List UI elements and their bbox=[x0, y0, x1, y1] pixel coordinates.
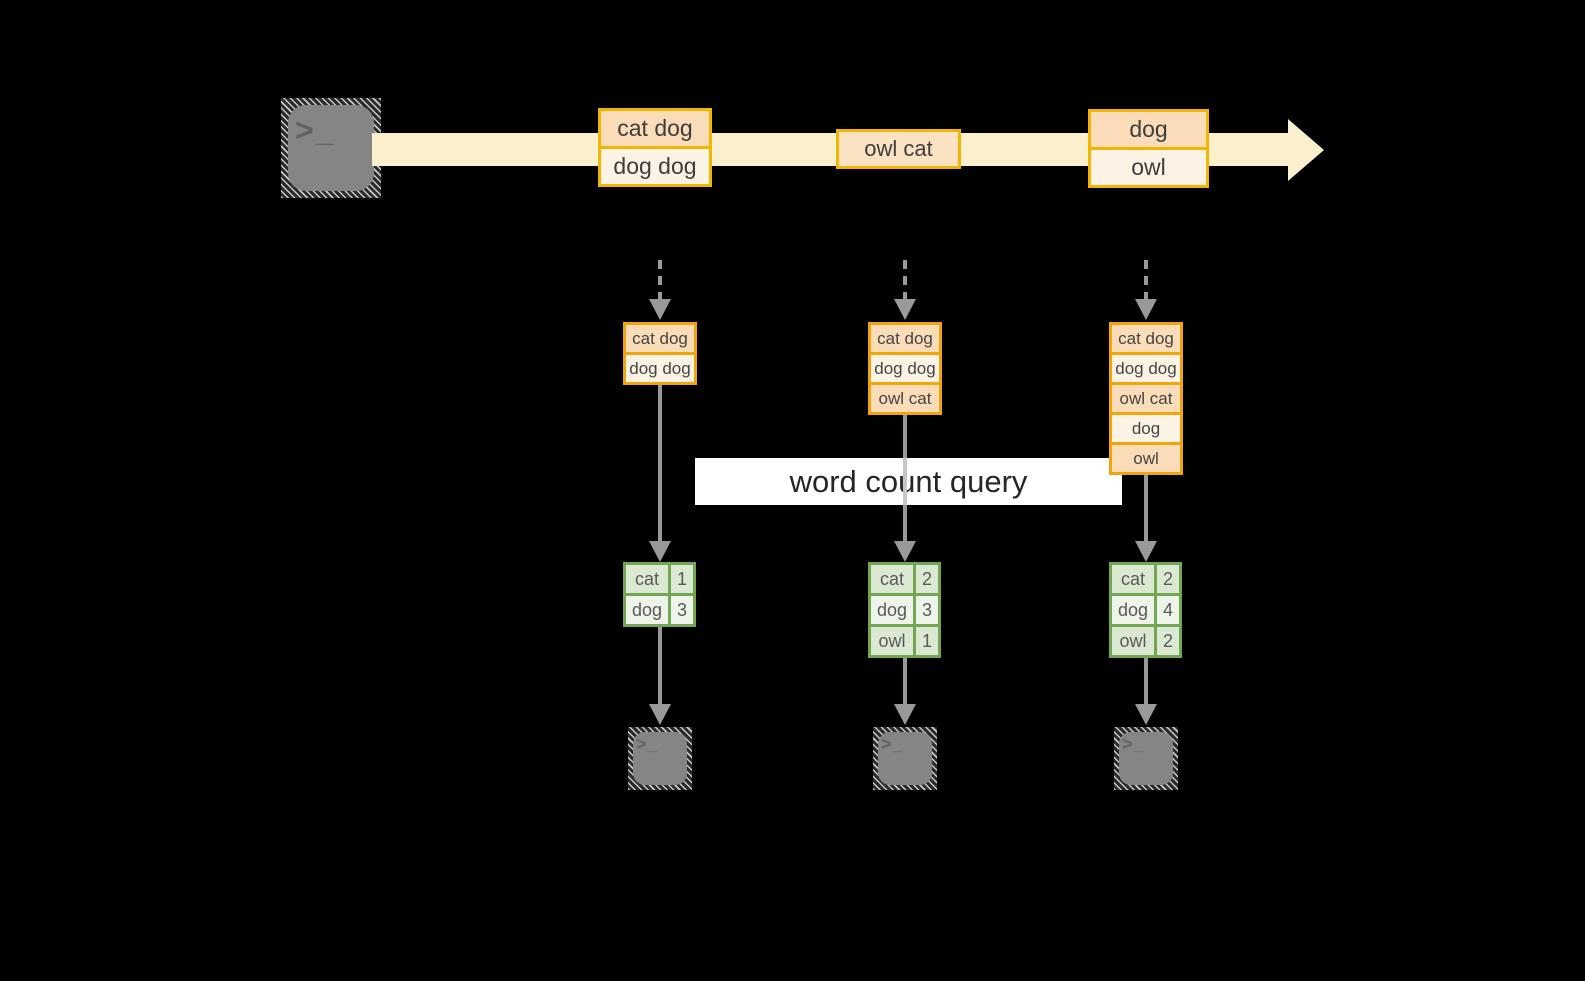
ingest-arrow-dashed bbox=[658, 260, 662, 300]
stream-event-box: dog owl bbox=[1088, 109, 1209, 188]
count-cell: 1 bbox=[671, 565, 693, 593]
word-cell: dog bbox=[871, 596, 913, 624]
terminal-prompt-glyph: >_ bbox=[295, 112, 336, 148]
word-cell: dog bbox=[1112, 596, 1154, 624]
count-cell: 3 bbox=[671, 596, 693, 624]
flow-line bbox=[658, 627, 662, 705]
terminal-prompt-glyph: >_ bbox=[881, 734, 904, 754]
terminal-icon bbox=[633, 732, 687, 785]
flow-line bbox=[658, 385, 662, 542]
buffer-row: cat dog bbox=[1112, 325, 1180, 352]
word-cell: dog bbox=[626, 596, 668, 624]
buffer-row: owl cat bbox=[871, 385, 939, 412]
event-stream-arrowhead-icon bbox=[1288, 119, 1324, 181]
stream-event-line: dog bbox=[1091, 112, 1206, 147]
flow-arrowhead-icon bbox=[894, 704, 916, 725]
stream-event-line: cat dog bbox=[601, 111, 709, 146]
flow-line bbox=[903, 658, 907, 705]
output-terminal: >_ bbox=[628, 727, 692, 790]
buffer-row: dog bbox=[1112, 415, 1180, 442]
stream-event-box: cat dog dog dog bbox=[598, 108, 712, 187]
stream-event-line: dog dog bbox=[601, 149, 709, 184]
flow-arrowhead-icon bbox=[1135, 704, 1157, 725]
flow-line bbox=[1144, 658, 1148, 705]
event-buffer-stack: cat dog dog dog owl cat dog owl bbox=[1109, 322, 1183, 475]
count-cell: 4 bbox=[1157, 596, 1179, 624]
flow-line-over-label bbox=[903, 458, 907, 505]
buffer-row: owl bbox=[1112, 445, 1180, 472]
buffer-row: dog dog bbox=[871, 355, 939, 382]
terminal-icon bbox=[1119, 732, 1173, 785]
event-buffer-stack: cat dog dog dog bbox=[623, 322, 697, 385]
buffer-row: cat dog bbox=[626, 325, 694, 352]
word-cell: cat bbox=[1112, 565, 1154, 593]
ingest-arrow-dashed bbox=[1144, 260, 1148, 300]
output-terminal: >_ bbox=[1114, 727, 1178, 790]
buffer-row: dog dog bbox=[1112, 355, 1180, 382]
source-terminal: >_ bbox=[281, 98, 381, 198]
flow-arrowhead-icon bbox=[894, 541, 916, 562]
ingest-arrowhead-icon bbox=[1135, 299, 1157, 320]
flow-arrowhead-icon bbox=[649, 541, 671, 562]
event-buffer-stack: cat dog dog dog owl cat bbox=[868, 322, 942, 415]
terminal-icon bbox=[878, 732, 932, 785]
output-terminal: >_ bbox=[873, 727, 937, 790]
word-count-table: cat 1 dog 3 bbox=[623, 562, 696, 627]
flow-line bbox=[1144, 475, 1148, 542]
count-cell: 3 bbox=[916, 596, 938, 624]
flow-arrowhead-icon bbox=[1135, 541, 1157, 562]
ingest-arrowhead-icon bbox=[894, 299, 916, 320]
ingest-arrow-dashed bbox=[903, 260, 907, 300]
stream-event-box: owl cat bbox=[836, 129, 961, 169]
word-cell: owl bbox=[871, 627, 913, 655]
buffer-row: cat dog bbox=[871, 325, 939, 352]
word-cell: cat bbox=[871, 565, 913, 593]
word-count-table: cat 2 dog 3 owl 1 bbox=[868, 562, 941, 658]
terminal-prompt-glyph: >_ bbox=[636, 734, 659, 754]
count-cell: 1 bbox=[916, 627, 938, 655]
word-cell: owl bbox=[1112, 627, 1154, 655]
word-cell: cat bbox=[626, 565, 668, 593]
stream-event-line: owl bbox=[1091, 150, 1206, 185]
word-count-table: cat 2 dog 4 owl 2 bbox=[1109, 562, 1182, 658]
stream-event-line: owl cat bbox=[839, 132, 958, 166]
query-label: word count query bbox=[695, 458, 1122, 505]
terminal-icon bbox=[288, 105, 374, 191]
ingest-arrowhead-icon bbox=[649, 299, 671, 320]
count-cell: 2 bbox=[1157, 565, 1179, 593]
count-cell: 2 bbox=[1157, 627, 1179, 655]
terminal-prompt-glyph: >_ bbox=[1122, 734, 1145, 754]
count-cell: 2 bbox=[916, 565, 938, 593]
flow-arrowhead-icon bbox=[649, 704, 671, 725]
buffer-row: owl cat bbox=[1112, 385, 1180, 412]
buffer-row: dog dog bbox=[626, 355, 694, 382]
